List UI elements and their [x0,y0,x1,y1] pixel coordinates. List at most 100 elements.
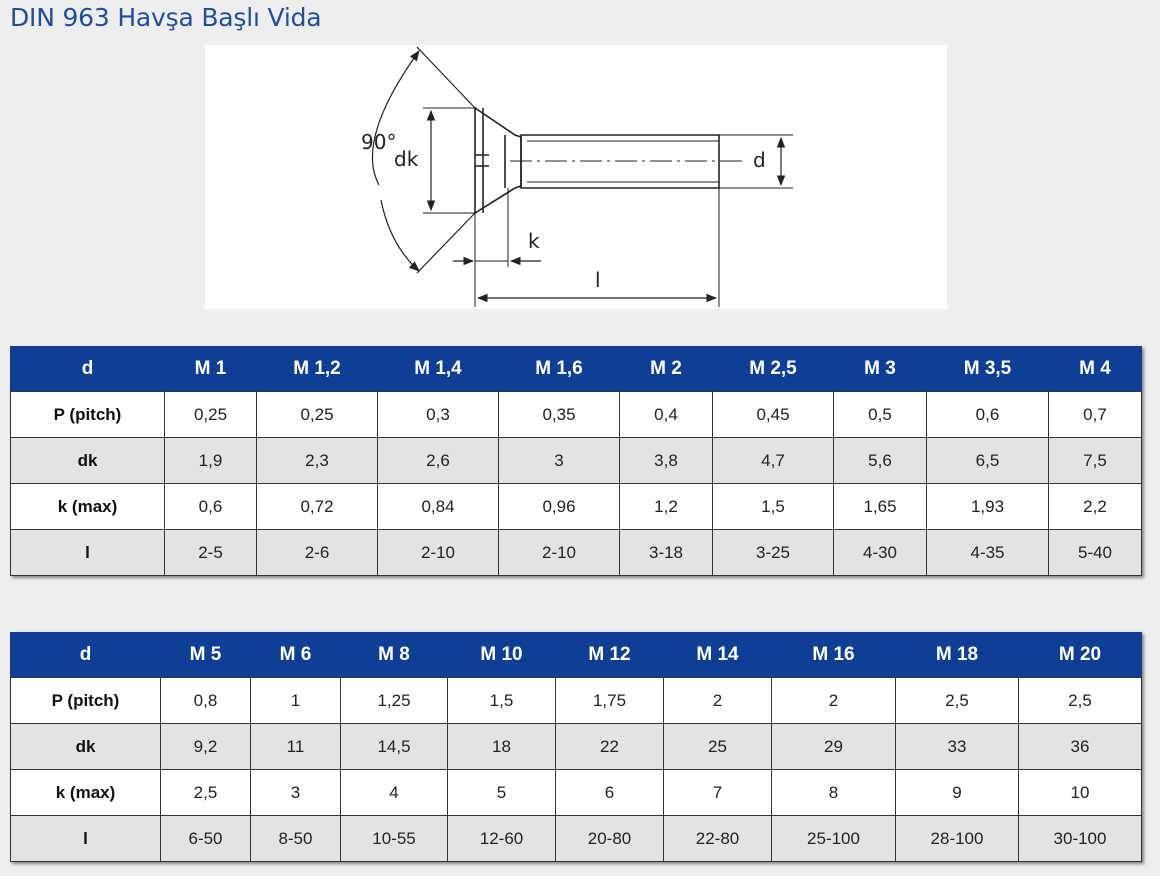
table-cell: 2,5 [160,769,251,816]
table-cell: 0,5 [833,391,927,438]
l-label: l [595,268,601,292]
header-size: M 18 [895,632,1019,678]
angle-label: 90° [361,130,396,154]
table-cell: 20-80 [555,815,664,862]
table-cell: 5 [447,769,556,816]
header-size: M 3,5 [926,346,1049,392]
table-cell: 0,7 [1048,391,1142,438]
table-cell: 0,3 [377,391,499,438]
table-cell: 1 [250,677,341,724]
table-cell: 8-50 [250,815,341,862]
table-cell: 29 [771,723,896,770]
header-d: d [10,346,165,392]
table-cell: 3 [250,769,341,816]
table-cell: 10-55 [340,815,448,862]
table-cell: 12-60 [447,815,556,862]
table-cell: 1,65 [833,483,927,530]
table-cell: 0,45 [712,391,834,438]
table-cell: 0,6 [926,391,1049,438]
table-cell: 3,8 [619,437,713,484]
table-cell: 4-35 [926,529,1049,576]
table-cell: 25 [663,723,772,770]
row-label: P (pitch) [10,677,161,724]
table-cell: 7,5 [1048,437,1142,484]
row-label: k (max) [10,483,165,530]
table-cell: 1,2 [619,483,713,530]
table-cell: 1,5 [447,677,556,724]
table-cell: 1,75 [555,677,664,724]
table-cell: 0,25 [164,391,257,438]
table-cell: 1,93 [926,483,1049,530]
table-cell: 33 [895,723,1019,770]
header-size: M 5 [160,632,251,678]
table-cell: 0,25 [256,391,378,438]
header-size: M 10 [447,632,556,678]
table-cell: 8 [771,769,896,816]
table-cell: 6-50 [160,815,251,862]
header-size: M 1,2 [256,346,378,392]
table-cell: 0,84 [377,483,499,530]
screw-technical-drawing: 90° dk d k l [205,45,947,309]
table-row-length: l 6-50 8-50 10-55 12-60 20-80 22-80 25-1… [10,815,1142,862]
table-row-dk: dk 9,2 11 14,5 18 22 25 29 33 36 [10,723,1142,770]
header-size: M 6 [250,632,341,678]
table-cell: 4-30 [833,529,927,576]
header-size: M 2,5 [712,346,834,392]
row-label: dk [10,437,165,484]
table-cell: 0,6 [164,483,257,530]
row-label: P (pitch) [10,391,165,438]
table-cell: 22 [555,723,664,770]
header-d: d [10,632,161,678]
table-cell: 0,72 [256,483,378,530]
table-cell: 2,6 [377,437,499,484]
table-cell: 3 [498,437,620,484]
table-cell: 2-5 [164,529,257,576]
header-size: M 8 [340,632,448,678]
header-size: M 16 [771,632,896,678]
header-row: d M 5 M 6 M 8 M 10 M 12 M 14 M 16 M 18 M… [10,632,1142,678]
screw-drawing-svg: 90° dk d k l [361,46,793,307]
page-title: DIN 963 Havşa Başlı Vida [10,3,322,32]
table-row-pitch: P (pitch) 0,8 1 1,25 1,5 1,75 2 2 2,5 2,… [10,677,1142,724]
table-cell: 2-10 [377,529,499,576]
row-label: k (max) [10,769,161,816]
table-cell: 2,5 [895,677,1019,724]
header-size: M 12 [555,632,664,678]
table-cell: 14,5 [340,723,448,770]
table-cell: 6 [555,769,664,816]
table-cell: 7 [663,769,772,816]
table-cell: 1,9 [164,437,257,484]
spec-table-small: d M 1 M 1,2 M 1,4 M 1,6 M 2 M 2,5 M 3 M … [10,346,1142,576]
table-cell: 2,5 [1018,677,1142,724]
table-row-length: l 2-5 2-6 2-10 2-10 3-18 3-25 4-30 4-35 … [10,529,1142,576]
table-cell: 18 [447,723,556,770]
row-label: dk [10,723,161,770]
header-size: M 2 [619,346,713,392]
table-cell: 2,2 [1048,483,1142,530]
table-cell: 30-100 [1018,815,1142,862]
spec-table-large: d M 5 M 6 M 8 M 10 M 12 M 14 M 16 M 18 M… [10,632,1142,862]
table-cell: 22-80 [663,815,772,862]
table-cell: 0,96 [498,483,620,530]
table-cell: 6,5 [926,437,1049,484]
table-cell: 0,8 [160,677,251,724]
table-cell: 28-100 [895,815,1019,862]
table-cell: 11 [250,723,341,770]
k-label: k [528,229,540,253]
table-cell: 3-18 [619,529,713,576]
table-cell: 2-10 [498,529,620,576]
table-cell: 4,7 [712,437,834,484]
row-label: l [10,815,161,862]
table-cell: 36 [1018,723,1142,770]
table-row-pitch: P (pitch) 0,25 0,25 0,3 0,35 0,4 0,45 0,… [10,391,1142,438]
table-cell: 5,6 [833,437,927,484]
table-row-dk: dk 1,9 2,3 2,6 3 3,8 4,7 5,6 6,5 7,5 [10,437,1142,484]
table-cell: 9,2 [160,723,251,770]
header-size: M 1,4 [377,346,499,392]
header-row: d M 1 M 1,2 M 1,4 M 1,6 M 2 M 2,5 M 3 M … [10,346,1142,392]
table-row-k-max: k (max) 0,6 0,72 0,84 0,96 1,2 1,5 1,65 … [10,483,1142,530]
table-cell: 25-100 [771,815,896,862]
header-size: M 3 [833,346,927,392]
table-cell: 2 [771,677,896,724]
table-cell: 2,3 [256,437,378,484]
